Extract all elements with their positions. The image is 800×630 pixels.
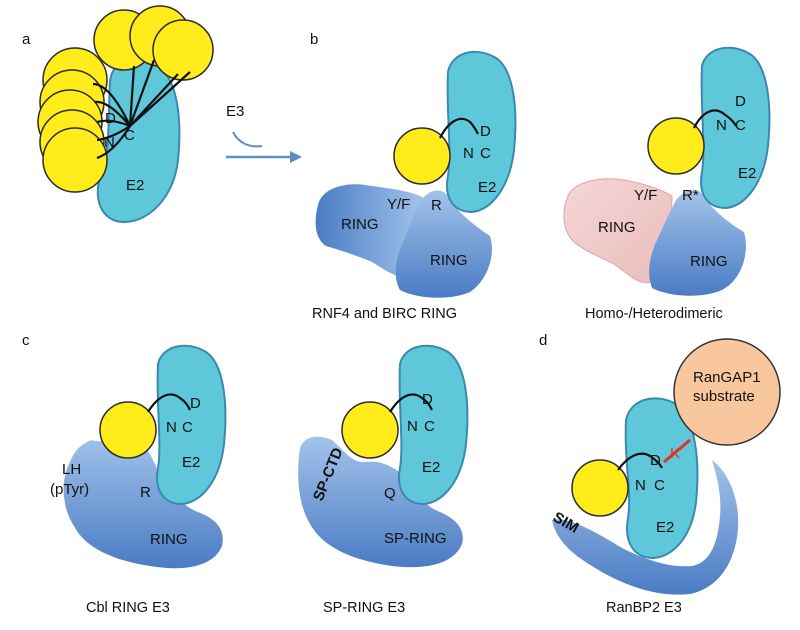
label-lh: LH — [62, 461, 81, 478]
panel-b-left: b D N C E2 Y/F R RING RING RNF4 and BIRC… — [310, 31, 517, 322]
ubiquitin-like-sphere — [647, 117, 705, 175]
panel-letter-b: b — [310, 31, 318, 48]
e3-arrow: E3 — [226, 103, 302, 163]
panel-d: d RanGAP1 substrate D K N C E2 SIM RanBP… — [539, 332, 781, 616]
label-n: N — [407, 418, 418, 435]
label-d: D — [735, 93, 746, 110]
cbl-ring-body — [63, 434, 223, 569]
substrate-label-line1: RanGAP1 — [693, 369, 761, 386]
label-n: N — [104, 134, 115, 151]
label-d: D — [650, 452, 661, 469]
c-terminal-tail — [617, 452, 663, 471]
panel-c-right: D N C E2 SP-CTD Q SP-RING SP-RING E3 — [298, 344, 469, 616]
label-r: R — [431, 197, 442, 214]
label-r: R — [140, 484, 151, 501]
label-e2: E2 — [656, 519, 674, 536]
label-c: C — [424, 418, 435, 435]
e2-domain — [156, 344, 227, 506]
c-terminal-tails — [92, 59, 191, 160]
label-e2: E2 — [738, 165, 756, 182]
c-terminal-tail — [147, 393, 191, 413]
label-c: C — [182, 419, 193, 436]
ring-domain-1 — [315, 184, 425, 277]
label-d: D — [422, 391, 433, 408]
label-sp-ring: SP-RING — [384, 530, 447, 547]
panel-letter-d: d — [539, 332, 547, 349]
label-n: N — [463, 145, 474, 162]
ranbp2-sim-domain — [552, 460, 739, 595]
c-terminal-tail — [693, 109, 737, 129]
label-ring: RING — [150, 531, 188, 548]
label-ring-2: RING — [690, 253, 728, 270]
panel-b-right: D N C E2 Y/F R* RING RING Homo-/Heterodi… — [563, 46, 771, 322]
caption-cbl-ring-e3: Cbl RING E3 — [86, 600, 170, 616]
e2-domain — [700, 46, 771, 210]
panel-letter-c: c — [22, 332, 30, 349]
caption-homo-heterodimeric: Homo-/Heterodimeric — [585, 306, 723, 322]
label-ptyr: (pTyr) — [50, 481, 89, 498]
ring-domain-dark — [649, 189, 746, 296]
caption-rnf4: RNF4 and BIRC RING — [312, 306, 457, 322]
label-e2: E2 — [422, 459, 440, 476]
label-ring-2: RING — [430, 252, 468, 269]
label-q: Q — [384, 485, 396, 502]
label-d: D — [105, 110, 116, 127]
sp-ring-body — [298, 436, 463, 568]
label-c: C — [124, 127, 135, 144]
substrate-sphere — [673, 338, 781, 446]
label-ring-1: RING — [341, 216, 379, 233]
label-c: C — [735, 117, 746, 134]
ring-domain-2 — [395, 190, 492, 298]
label-lysine-k: K — [670, 445, 680, 462]
label-r-star: R* — [682, 187, 699, 204]
label-yf: Y/F — [387, 196, 410, 213]
label-d: D — [190, 395, 201, 412]
panel-a: a D N C E2 — [22, 5, 214, 224]
label-e2: E2 — [478, 179, 496, 196]
label-n: N — [166, 419, 177, 436]
label-ring-1: RING — [598, 219, 636, 236]
c-terminal-tail — [439, 117, 479, 139]
substrate-label-line2: substrate — [693, 388, 755, 405]
isopeptide-link — [663, 438, 691, 464]
panel-c-left: c D N C E2 LH (pTyr) R RING Cbl RING E3 — [22, 332, 227, 616]
ubiquitin-like-sphere — [393, 127, 451, 185]
ubiquitin-like-sphere — [99, 401, 157, 459]
panel-letter-a: a — [22, 31, 31, 48]
label-d: D — [480, 123, 491, 140]
e2-domain — [398, 344, 469, 506]
caption-sp-ring-e3: SP-RING E3 — [323, 600, 405, 616]
label-c: C — [480, 145, 491, 162]
label-yf: Y/F — [634, 187, 657, 204]
ubiquitin-like-sphere — [341, 401, 399, 459]
label-e2: E2 — [126, 177, 144, 194]
ubiquitin-like-sphere — [571, 459, 629, 517]
caption-ranbp2-e3: RanBP2 E3 — [606, 600, 682, 616]
label-e2: E2 — [182, 454, 200, 471]
c-terminal-tail — [389, 393, 433, 413]
label-c: C — [654, 477, 665, 494]
label-n: N — [716, 117, 727, 134]
ubiquitin-like-stack — [37, 5, 214, 193]
arrow-label-e3: E3 — [226, 103, 244, 120]
label-n: N — [635, 477, 646, 494]
